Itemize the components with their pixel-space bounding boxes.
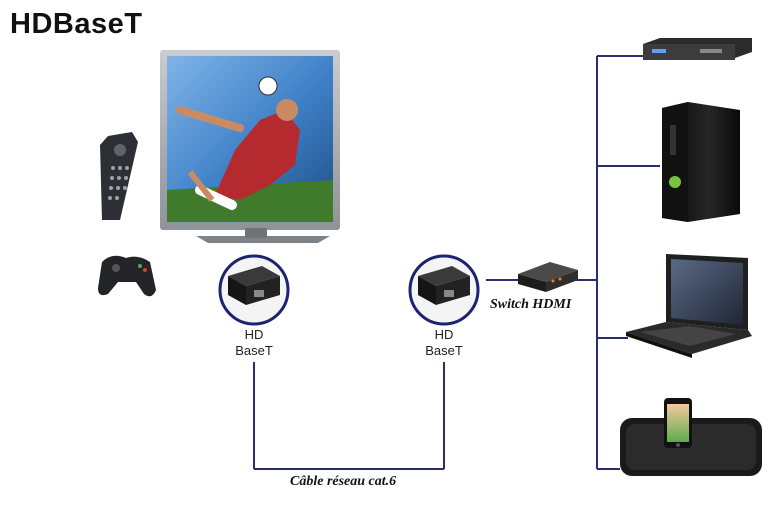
extender-left-label-line2: BaseT <box>235 343 273 358</box>
set-top-box <box>643 38 752 60</box>
game-controller <box>98 255 156 297</box>
hdbaset-extender-right <box>408 254 480 326</box>
iphone-dock-speaker <box>620 398 762 476</box>
game-console <box>662 102 740 222</box>
extender-right-label-line2: BaseT <box>425 343 463 358</box>
extender-left-label: HD BaseT <box>219 327 289 359</box>
switch-label: Switch HDMI <box>490 297 572 312</box>
remote-control <box>100 132 138 220</box>
hdbaset-extender-left <box>218 254 290 326</box>
extender-right-label-line1: HD <box>434 327 454 342</box>
extender-right-label: HD BaseT <box>409 327 479 359</box>
diagram-title: HDBaseT <box>10 8 143 40</box>
laptop <box>626 254 752 358</box>
cable-label: Câble réseau cat.6 <box>290 474 397 489</box>
connection-lines <box>253 55 660 470</box>
extender-left-label-line1: HD <box>244 327 264 342</box>
tv <box>160 50 340 243</box>
hdmi-switch <box>518 262 578 292</box>
